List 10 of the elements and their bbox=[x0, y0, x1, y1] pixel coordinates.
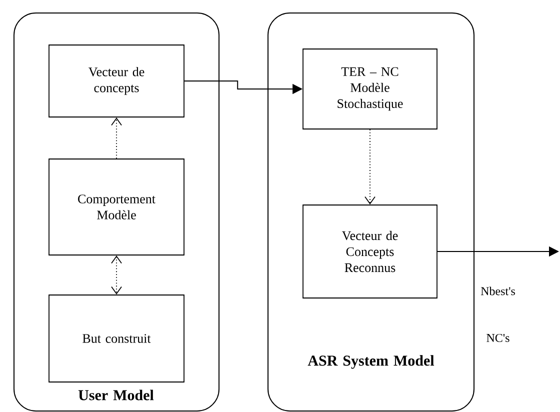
arrow bbox=[111, 117, 122, 159]
process-box: Comportement Modèle bbox=[48, 158, 184, 256]
process-box: Vecteur de concepts bbox=[48, 44, 184, 118]
process-box: But construit bbox=[48, 294, 184, 382]
process-box: Vecteur de Concepts Reconnus bbox=[302, 204, 438, 298]
output-label: Nbest's bbox=[480, 286, 515, 296]
arrow bbox=[364, 129, 376, 205]
arrow bbox=[111, 255, 122, 295]
process-box: TER – NC Modèle Stochastique bbox=[302, 48, 438, 130]
output-label: NC's bbox=[486, 334, 510, 342]
